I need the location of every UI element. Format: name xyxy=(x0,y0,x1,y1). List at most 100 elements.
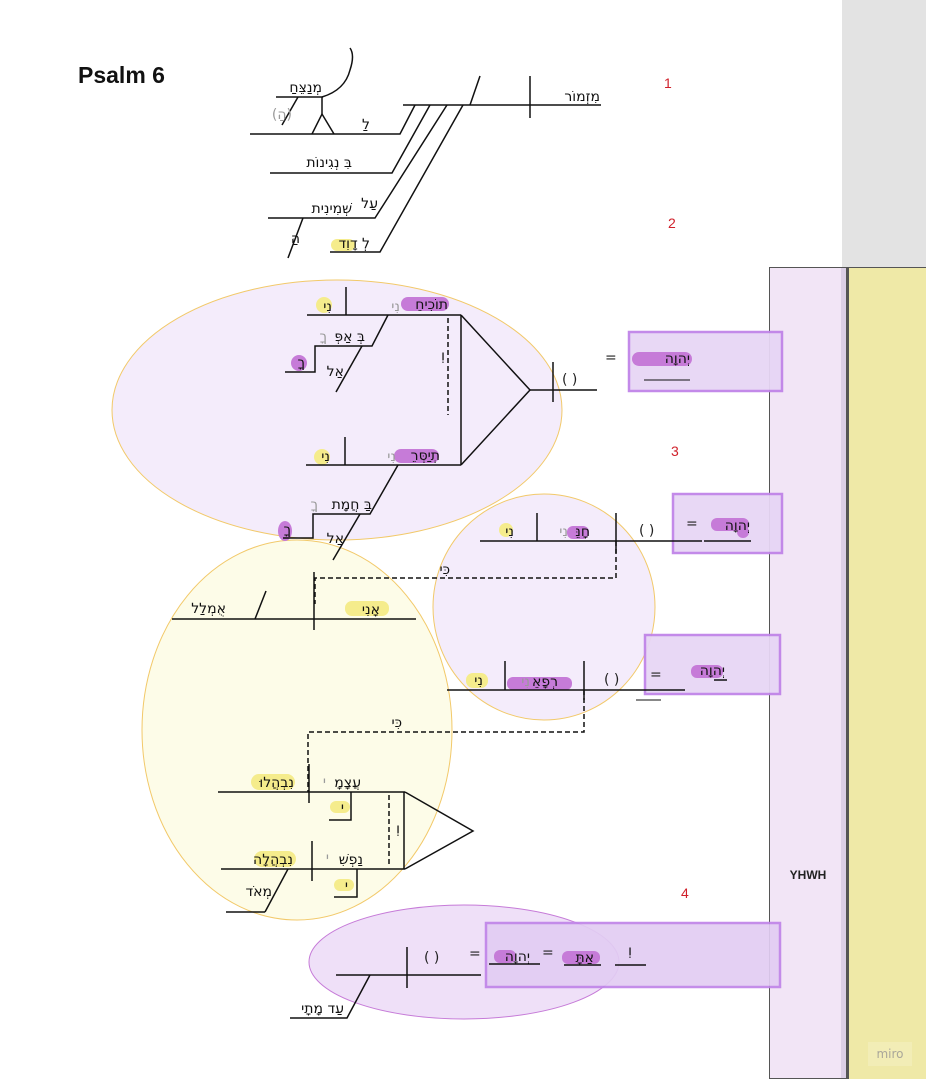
highlight-yellow xyxy=(314,449,330,465)
word-al: עַל xyxy=(361,196,378,212)
v1-lines xyxy=(250,47,601,259)
miro-watermark: miro xyxy=(868,1042,912,1066)
word-at: אַתָּ xyxy=(575,950,594,966)
highlight-yellow xyxy=(316,297,332,313)
word-nivhala: נִבְהֲלָה xyxy=(253,852,293,868)
highlight-purple xyxy=(567,526,589,539)
word-tokhiach: תוֹכִיחֵ xyxy=(415,297,448,313)
highlight-purple xyxy=(691,665,723,678)
highlight-yellow xyxy=(466,673,488,688)
highlight-yellow xyxy=(499,523,513,537)
v3-lines xyxy=(172,513,702,913)
word-y-grey: י xyxy=(326,850,329,866)
highlight-purple xyxy=(494,950,516,963)
word-ni-grey: נִי xyxy=(391,299,400,315)
canvas-gray-area xyxy=(842,0,926,268)
verse-number-4: 4 xyxy=(681,885,689,901)
yhwh-column[interactable]: YHWH xyxy=(769,267,847,1079)
highlight-purple xyxy=(632,352,692,366)
word-y: י xyxy=(345,878,348,894)
column-shade xyxy=(841,268,846,1078)
word-mizmor: מִזְמוֹר xyxy=(564,89,600,105)
highlight-purple xyxy=(737,526,749,538)
word-kha: ךָ xyxy=(283,522,291,538)
highlights xyxy=(251,239,749,964)
word-umlal: אֻמְלַל xyxy=(191,601,226,617)
word-u: וְ xyxy=(396,821,400,837)
yellow-column[interactable] xyxy=(847,267,926,1079)
word-ni: נִי xyxy=(323,299,332,315)
v2-lines xyxy=(283,287,597,561)
yhwh-column-label: YHWH xyxy=(789,868,827,882)
word-ani: אָנִי xyxy=(362,602,380,618)
word-ni: נִי xyxy=(505,524,514,540)
word-ni-grey: נִי xyxy=(559,524,568,540)
implied-subject: ( ) xyxy=(604,672,619,688)
highlight-purple xyxy=(507,677,572,690)
word-menatseach: מְנַצֵּחַ xyxy=(289,80,322,96)
word-ni: נִי xyxy=(474,673,483,689)
word-ve: וְ xyxy=(441,348,445,364)
word-le-david: לְ דָוִד xyxy=(338,236,370,252)
word-kha-grey: ךָ xyxy=(319,329,327,345)
word-atsamai: עֲצָמָ xyxy=(334,775,361,791)
word-sheminit: שְּׁמִינִית xyxy=(312,201,353,217)
yhwh-box-4[interactable] xyxy=(484,921,782,989)
word-ba-chamat: בַּ חֲמָת xyxy=(332,497,372,513)
word-al: אַל xyxy=(327,531,344,547)
equals-sign: = xyxy=(650,667,662,683)
highlight-yellow xyxy=(330,801,350,813)
equals-sign: = xyxy=(605,350,617,366)
word-ki: כִּי xyxy=(439,562,450,578)
highlight-purple xyxy=(401,297,449,311)
word-bingeginot: בִּ נְגִינוֹת xyxy=(306,155,352,171)
highlight-yellow xyxy=(334,879,354,891)
word-kha-grey: ךָ xyxy=(310,497,318,513)
highlight-yellow xyxy=(345,601,389,616)
highlight-yellow xyxy=(254,851,296,867)
word-y: י xyxy=(341,800,344,816)
implied-subject: ( ) xyxy=(424,950,439,966)
equals-sign: = xyxy=(542,945,554,961)
word-yhwh: יְהוָה xyxy=(700,663,725,679)
highlight-yellow xyxy=(251,774,295,790)
word-chonne: חָנֵּ xyxy=(575,524,590,540)
word-yhwh: יְהוָה xyxy=(725,518,750,534)
page-title: Psalm 6 xyxy=(78,62,165,88)
v3a-group-ellipse[interactable] xyxy=(432,493,656,721)
equals-sign: = xyxy=(686,516,698,532)
word-ha-grey: (הַ) xyxy=(272,107,292,123)
v4-lines xyxy=(290,379,751,1019)
word-la: לַ xyxy=(362,117,370,133)
word-rapha: רְפָאֵ xyxy=(532,674,558,690)
word-kha: ךָ xyxy=(297,355,305,371)
implied-subject: ( ) xyxy=(562,372,577,388)
v2-group-ellipse[interactable] xyxy=(111,279,563,541)
yhwh-box-3[interactable] xyxy=(643,633,782,696)
v3b-group-ellipse[interactable] xyxy=(141,539,453,921)
word-meod: מְאֹד xyxy=(245,884,272,900)
word-nafshi: נַפְשִׁ xyxy=(339,852,363,868)
word-ni: נִי xyxy=(321,449,330,465)
word-be-apekha: בְּ אַפְּ xyxy=(334,329,365,345)
highlight-yellow xyxy=(331,239,355,251)
word-y-grey: י xyxy=(323,774,326,790)
highlight-purple xyxy=(278,521,292,541)
word-yhwh: יְהוָה xyxy=(665,351,690,367)
highlight-purple xyxy=(291,355,307,371)
verse-number-2: 2 xyxy=(668,215,676,231)
word-al: אַל xyxy=(327,364,344,380)
word-ha2: הַ xyxy=(291,231,300,247)
equals-sign: = xyxy=(469,946,481,962)
word-ni-grey: נִי xyxy=(387,449,396,465)
word-ad-matai: עַד מָתָי xyxy=(301,1001,344,1017)
word-ni-grey: נִי xyxy=(521,674,530,690)
highlight-purple xyxy=(394,449,439,463)
word-yhwh: יְהוָה xyxy=(505,949,530,965)
word-ve: וְ xyxy=(628,943,632,959)
word-teyasser: תְיַסְּרֵ xyxy=(411,448,440,464)
verse-number-3: 3 xyxy=(671,443,679,459)
word-nivhalu: נִבְהֲלוּ xyxy=(259,775,294,791)
highlight-purple xyxy=(562,951,600,964)
